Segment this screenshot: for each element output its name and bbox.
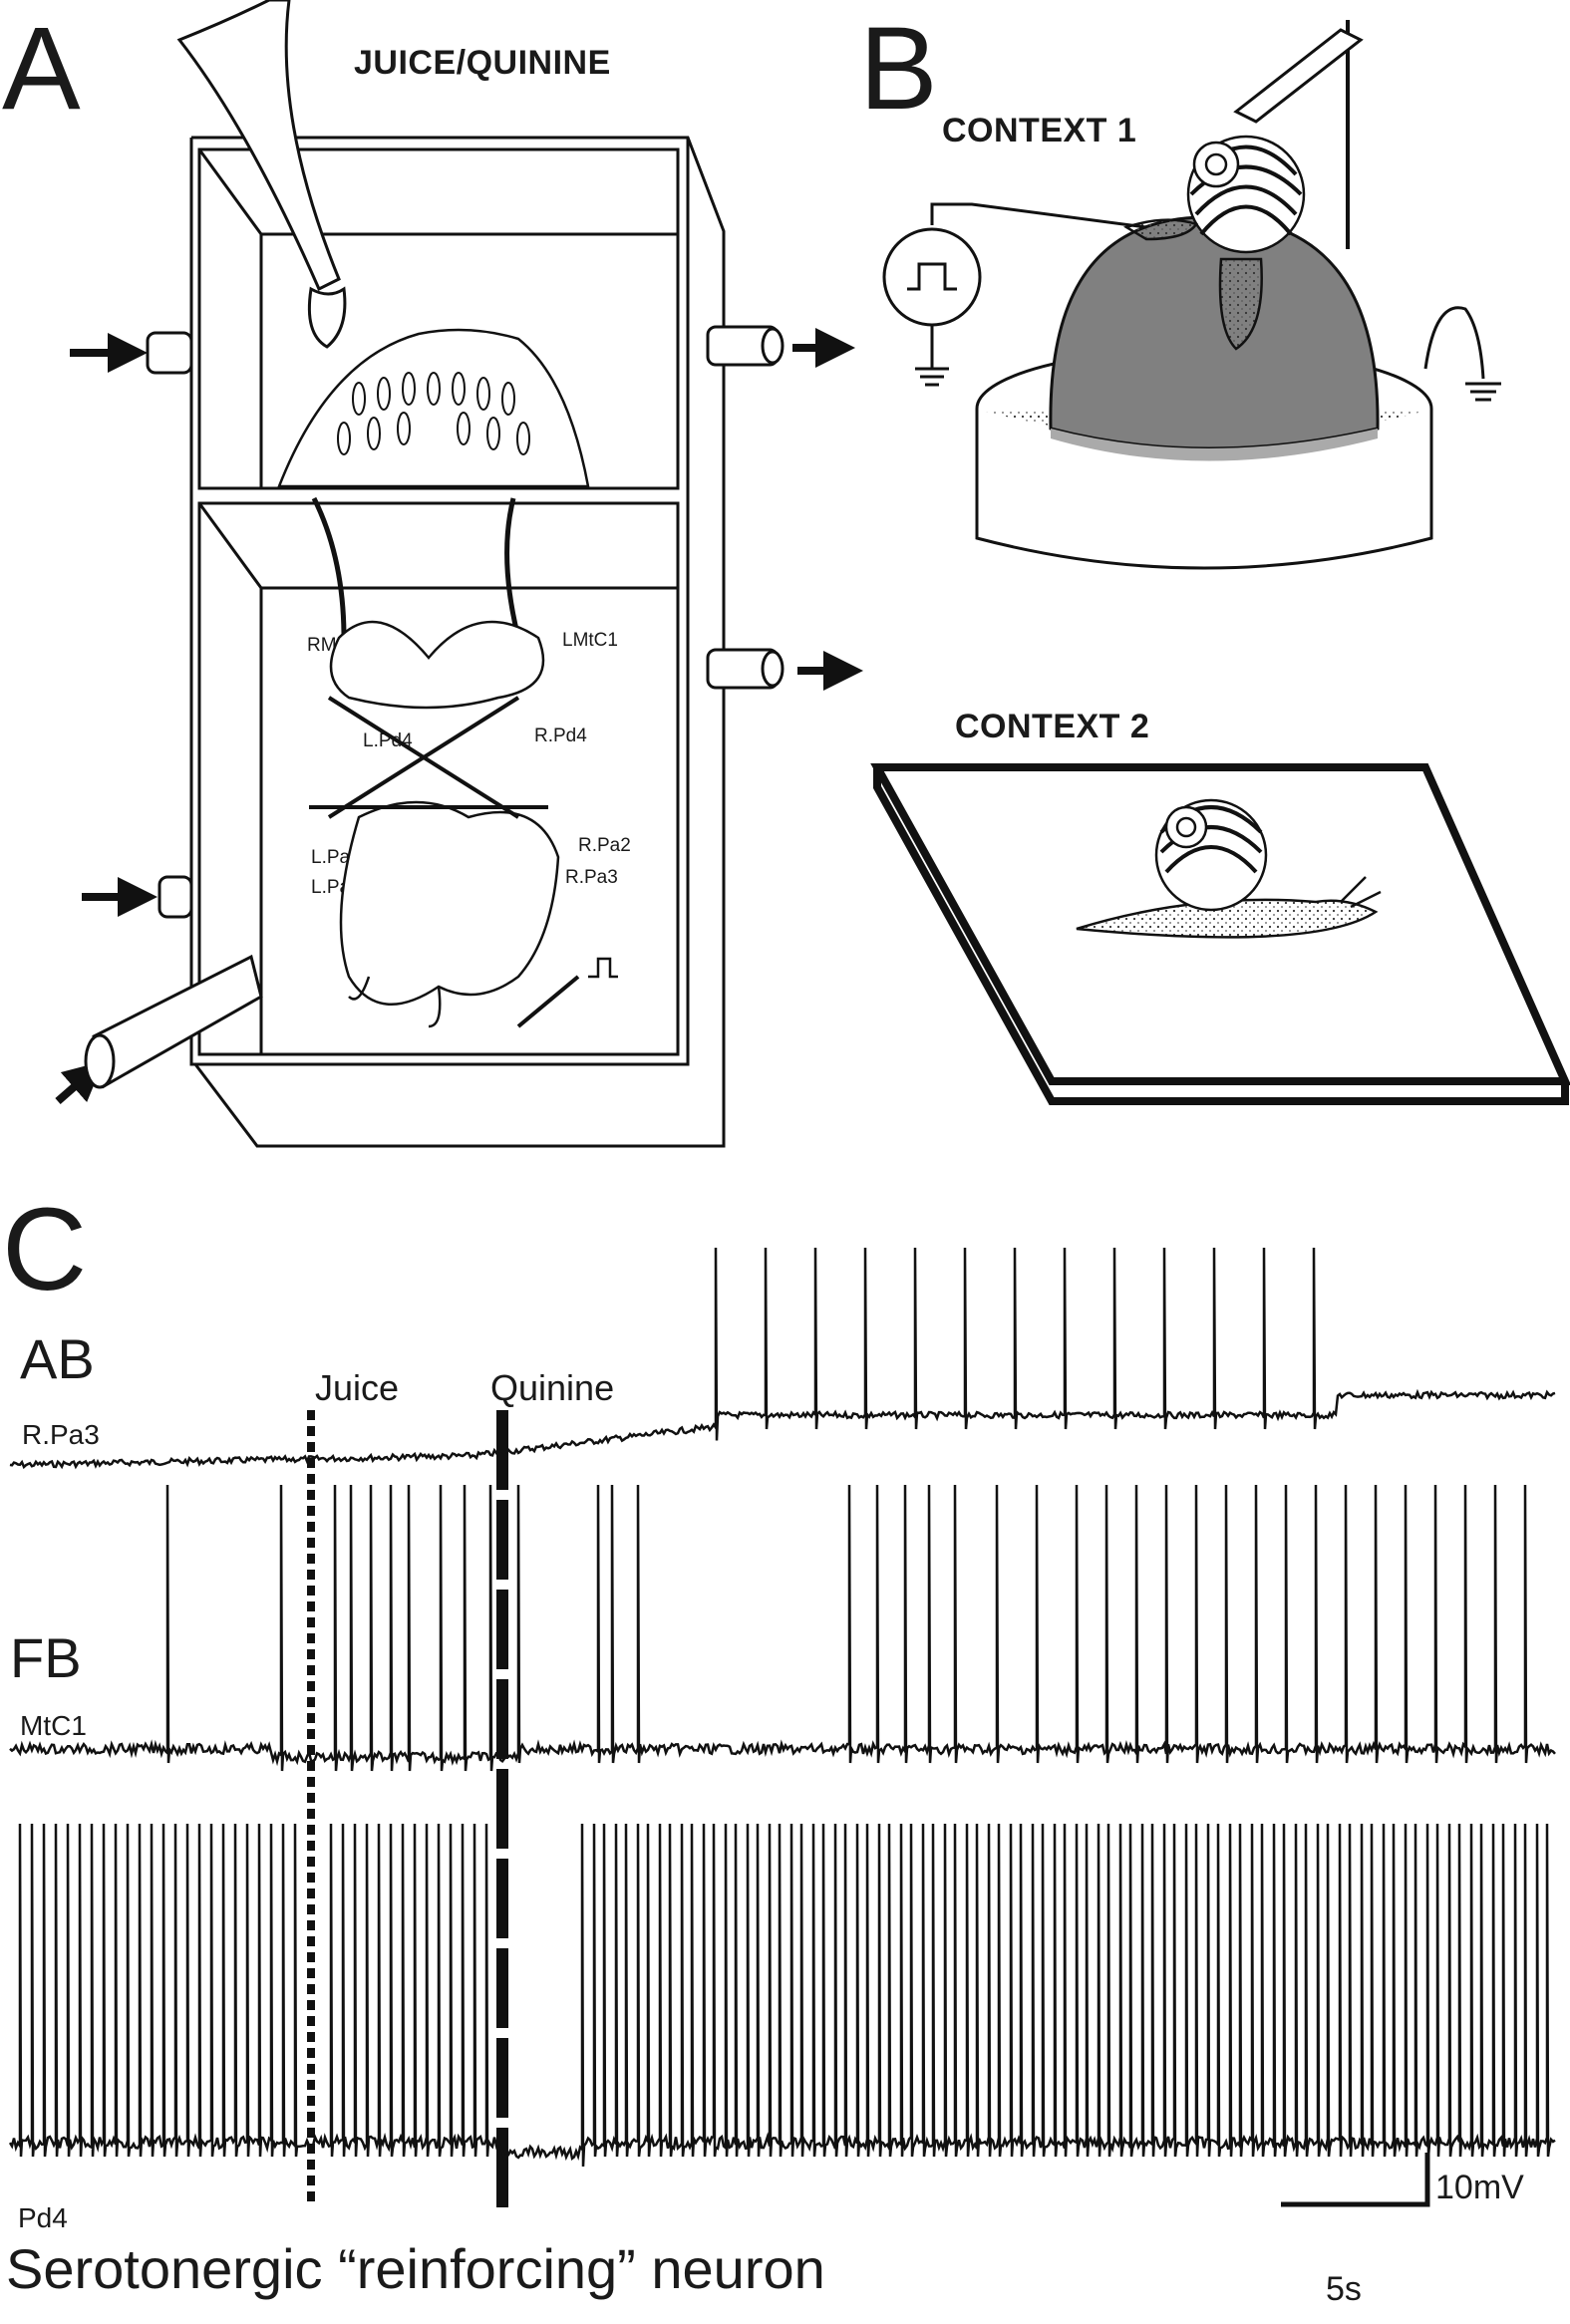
trace-group-ab: AB	[20, 1327, 95, 1390]
trace-rpa3	[9, 1247, 1556, 1470]
context1-label: CONTEXT 1	[942, 112, 1137, 149]
stimulus-pulse-icon	[588, 957, 618, 979]
trace-pd4	[8, 1823, 1556, 2168]
context2-label: CONTEXT 2	[955, 708, 1150, 745]
juice-dropper	[176, 0, 347, 349]
stimulator	[882, 202, 1501, 402]
lip-preparation	[277, 328, 590, 488]
scale-voltage-label: 10mV	[1435, 2169, 1524, 2206]
panel-c-label: C	[2, 1184, 88, 1315]
snail-on-ball	[1123, 135, 1306, 351]
chamber-ports	[146, 325, 785, 919]
stimulus-label: JUICE/QUININE	[354, 44, 611, 82]
event-quinine-label: Quinine	[490, 1367, 615, 1408]
event-juice-label: Juice	[315, 1367, 400, 1408]
trace-cell-mtc1: MtC1	[20, 1710, 87, 1741]
trace-cell-rpa3: R.Pa3	[22, 1419, 100, 1450]
ganglia	[311, 496, 560, 1028]
trace-group-fb: FB	[10, 1626, 82, 1689]
figure-caption: Serotonergic “reinforcing” neuron	[6, 2237, 825, 2300]
scale-bar	[1281, 2153, 1430, 2207]
panel-b-label: B	[859, 3, 938, 135]
neuron-label-lmtc1: LMtC1	[562, 630, 618, 651]
panel-a-label: A	[2, 3, 81, 135]
neuron-label-rpa2: R.Pa2	[578, 835, 631, 856]
event-markers	[307, 1410, 508, 2207]
neuron-label-rpd4: R.Pd4	[534, 726, 587, 746]
neuron-label-lpd4: L.Pd4	[363, 730, 413, 751]
snail-context2	[1076, 798, 1382, 939]
trace-mtc1	[9, 1484, 1556, 1772]
context1-setup	[975, 20, 1433, 570]
trace-cell-pd4: Pd4	[18, 2202, 68, 2233]
recording-chamber	[189, 136, 726, 1148]
neuron-label-rpa3: R.Pa3	[565, 867, 618, 888]
electrodes	[309, 696, 580, 1028]
perfusion-nozzle	[92, 954, 263, 1089]
scale-time-label: 5s	[1326, 2270, 1362, 2308]
